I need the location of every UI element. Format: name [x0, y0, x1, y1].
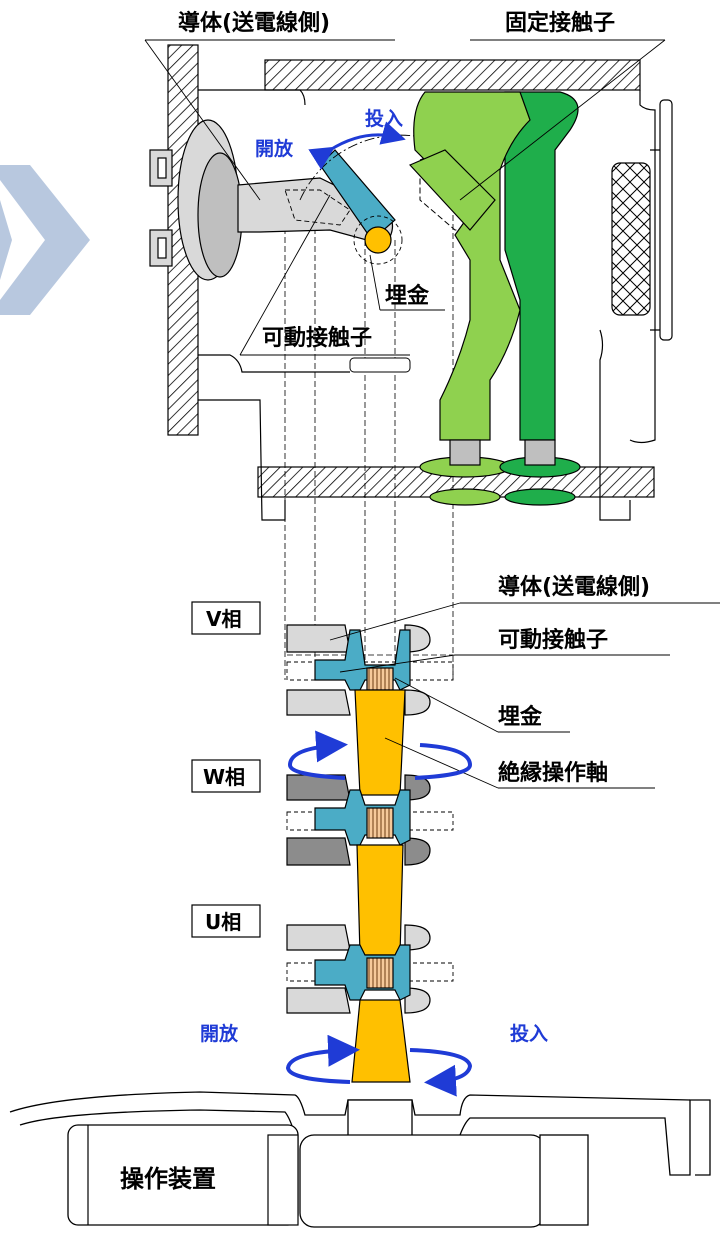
label-close-bottom: 投入: [510, 1022, 548, 1045]
label-movable-contact-top: 可動接触子: [262, 325, 372, 351]
phase-w-box: [191, 759, 261, 793]
label-open-top: 開放: [255, 137, 294, 160]
leader-lines-mid: [329, 602, 720, 789]
projection-lines: [284, 170, 454, 680]
phase-u-box: [191, 904, 261, 938]
leader-lines-top: [144, 39, 666, 356]
label-operating-device: 操作装置: [120, 1165, 216, 1193]
coupling-block: [347, 1099, 413, 1141]
label-fixed-contact: 固定接触子: [505, 10, 615, 36]
label-movable-contact-mid: 可動接触子: [498, 627, 608, 653]
label-insert-mid: 埋金: [498, 704, 543, 730]
top-bar: [264, 59, 641, 91]
base-frame: [9, 1091, 711, 1176]
label-open-bottom: 開放: [200, 1022, 239, 1045]
label-insert-top: 埋金: [385, 283, 430, 309]
phase-stack: [286, 624, 454, 1083]
bolt-assembly: [149, 119, 243, 281]
cross-hatched-block: [611, 162, 651, 316]
chevron-icon: [0, 165, 90, 315]
label-conductor-mid: 導体(送電線側): [498, 574, 650, 600]
housing-outline: [198, 89, 673, 521]
rotation-arrows: [287, 730, 473, 780]
phase-v-box: [191, 601, 261, 635]
label-insulated-shaft: 絶縁操作軸: [498, 760, 608, 786]
label-close-top: 投入: [365, 107, 403, 130]
swing-arrow: [308, 121, 406, 170]
label-conductor-top: 導体(送電線側): [178, 10, 330, 36]
fixed-contact: [408, 91, 581, 506]
label-phase-u: U相: [205, 910, 241, 934]
insert-circle-top: [364, 226, 392, 254]
label-phase-w: W相: [203, 765, 245, 789]
label-phase-v: V相: [206, 607, 241, 631]
